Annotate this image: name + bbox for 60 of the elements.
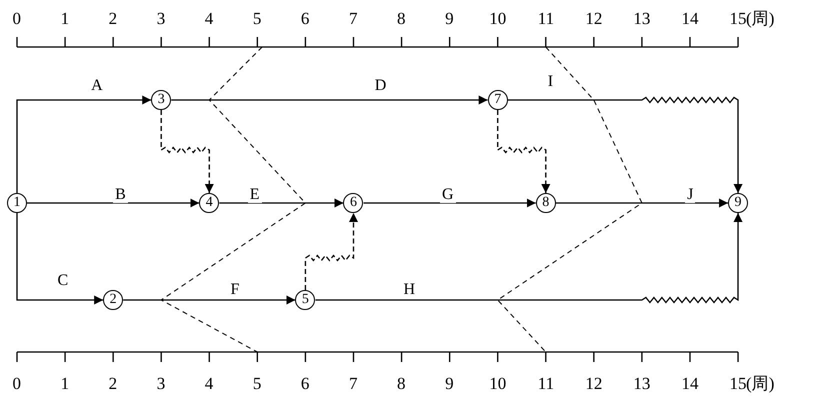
- axis-tick-label: 0: [12, 10, 21, 27]
- axis-tick-label: 5: [252, 10, 262, 27]
- axis-tick-label: 11: [538, 10, 554, 27]
- axis-tick-label: 15: [730, 375, 747, 392]
- axis-tick-label: 13: [633, 375, 650, 392]
- axis-tick-label: 2: [108, 10, 118, 27]
- axis-tick-label: 4: [204, 375, 214, 392]
- axis-tick-label: 7: [348, 375, 358, 392]
- dashed-arrow: [160, 110, 214, 193]
- event-circle: 1: [7, 193, 27, 213]
- axis-tick-label: 0: [12, 375, 21, 392]
- dashed-arrow: [304, 213, 358, 290]
- axis-tick-label: 11: [538, 375, 554, 392]
- arrow: [364, 198, 536, 208]
- axis-tick-label: 10: [489, 375, 506, 392]
- axis-tick-label: 2: [108, 375, 118, 392]
- axis-tick-label: 12: [585, 10, 602, 27]
- event-circle: 7: [488, 90, 508, 110]
- axis-tick-label: 12: [585, 375, 602, 392]
- axis-tick-label: 8: [397, 375, 406, 392]
- axis-tick-label: 10: [489, 10, 506, 27]
- event-circle: 4: [199, 193, 220, 213]
- event-circle: 5: [295, 290, 316, 310]
- arrow: [123, 296, 296, 304]
- axis-tick-label: 5: [252, 375, 262, 392]
- axis-tick-label: 8: [397, 10, 406, 27]
- axis-tick-label: 14: [681, 375, 698, 392]
- axis-tick-label: 9: [445, 10, 454, 27]
- axis-unit-label: (周): [746, 375, 774, 392]
- edge-label: B: [113, 187, 128, 203]
- axis-tick-label: 6: [300, 10, 310, 27]
- axis-tick-label: 4: [204, 10, 214, 27]
- arrow: [16, 96, 152, 193]
- arrow: [556, 198, 728, 208]
- event-circle: 6: [343, 193, 364, 213]
- arrow: [219, 198, 344, 208]
- edge-label: E: [248, 187, 262, 203]
- arrow: [171, 96, 488, 104]
- axis-tick-label: 3: [156, 375, 166, 392]
- edge-label: G: [440, 187, 456, 203]
- arrow: [16, 213, 104, 304]
- axis-tick-label: 1: [60, 375, 70, 392]
- arrow: [27, 198, 200, 208]
- axis-tick-label: 7: [348, 10, 358, 27]
- axis-tick-label: 15: [730, 10, 747, 27]
- event-circle: 9: [728, 193, 748, 213]
- arrow: [315, 213, 743, 304]
- event-circle: 8: [536, 193, 556, 213]
- event-circle: 2: [103, 290, 124, 310]
- axis-tick-label: 1: [60, 10, 70, 27]
- edge-label: J: [685, 187, 696, 203]
- axis-tick-label: 9: [445, 375, 454, 392]
- dashed-arrow: [497, 110, 550, 193]
- axis-tick-label: 6: [300, 375, 310, 392]
- axis-tick-label: 13: [633, 10, 650, 27]
- axis-unit-label: (周): [746, 10, 774, 27]
- axis-tick-label: 3: [156, 10, 166, 27]
- arrow: [508, 96, 743, 193]
- axis-tick-label: 14: [681, 10, 698, 27]
- event-circle: 3: [151, 90, 172, 110]
